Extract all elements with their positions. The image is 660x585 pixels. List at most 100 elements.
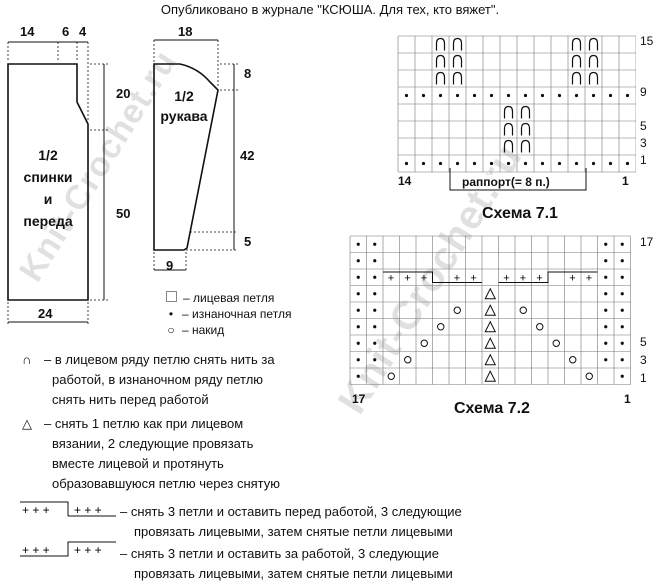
repeat-label: раппорт(= 8 п.) [462, 175, 550, 189]
knit-plus: + [520, 272, 526, 284]
purl-stitch [620, 341, 624, 345]
page-header: Опубликовано в журнале "КСЮША. Для тех, … [160, 2, 500, 17]
sk2p-stitch [484, 287, 497, 300]
yarn-over-stitch [453, 306, 461, 314]
scheme-7-1-chart [397, 35, 636, 173]
slip-stitch-icon: ∩ [22, 352, 32, 367]
purl-stitch [356, 275, 360, 279]
legend-cable-back: – снять 3 петли и оставить за работой, 3… [120, 546, 453, 581]
knit-plus: + [569, 272, 575, 284]
purl-stitch [489, 161, 494, 166]
scheme2-row-label: 3 [640, 353, 647, 367]
sk2p-stitch [484, 337, 497, 349]
purl-stitch [604, 325, 608, 329]
purl-stitch [506, 161, 511, 166]
knit-plus: + [404, 272, 410, 284]
purl-stitch [472, 161, 477, 166]
scheme1-left-number: 14 [398, 174, 412, 188]
slip-stitch-mark [452, 37, 463, 51]
purl-stitch [625, 93, 630, 98]
purl-stitch [620, 358, 624, 362]
purl-stitch [373, 325, 377, 329]
purl-stitch [373, 275, 377, 279]
knit-plus: + [421, 272, 427, 284]
sk2p-stitch [484, 304, 497, 316]
dim-back-top-mid: 6 [62, 24, 70, 39]
purl-stitch [523, 93, 528, 98]
slip-stitch-mark [571, 37, 582, 51]
purl-stitch [604, 341, 608, 345]
purl-stitch [356, 374, 360, 378]
slip-stitch-mark [571, 54, 582, 68]
sleeve-label: 1/2 рукава [156, 86, 212, 126]
purl-stitch [506, 93, 511, 98]
svg-text:+ + +: + + + [74, 503, 102, 517]
knit-plus: + [586, 272, 592, 284]
purl-stitch [620, 275, 624, 279]
knit-plus: + [536, 272, 542, 284]
svg-text:+ + +: + + + [22, 543, 50, 557]
purl-stitch [604, 358, 608, 362]
scheme1-right-number: 1 [622, 174, 629, 188]
legend-slip-stitch: ∩ – в лицевом ряду петлю снять нить за р… [22, 352, 275, 407]
purl-stitch [620, 242, 624, 246]
purl-stitch [404, 93, 409, 98]
yarn-over-stitch [569, 356, 577, 364]
cable-right-cross-icon: + + ++ + + [20, 541, 116, 557]
purl-stitch [356, 292, 360, 296]
knit-plus: + [503, 272, 509, 284]
purl-stitch [604, 275, 608, 279]
sk2p-stitch [484, 353, 497, 366]
scheme1-row-label: 9 [640, 85, 647, 99]
purl-stitch [620, 374, 624, 378]
slip-stitch-mark [503, 105, 514, 119]
key-yo: ○– накид [167, 323, 225, 337]
purl-stitch [620, 325, 624, 329]
purl-stitch [489, 93, 494, 98]
legend-cable-front: – снять 3 петли и оставить перед работой… [120, 504, 462, 539]
sk2p-stitch [484, 320, 497, 333]
back-label-line: 1/2 [38, 147, 58, 163]
scheme1-row-label: 1 [640, 153, 647, 167]
scheme1-caption: Схема 7.1 [482, 205, 558, 222]
legend-sk2p: △ – снять 1 петлю как при лицевом вязани… [22, 416, 281, 491]
scheme2-row-label: 17 [640, 235, 654, 249]
dim-back-top-left: 14 [20, 24, 35, 39]
slip-stitch-mark [452, 54, 463, 68]
slip-stitch-mark [588, 71, 599, 85]
knit-plus: + [470, 272, 476, 284]
scheme1-row-label: 3 [640, 136, 647, 150]
purl-stitch [356, 325, 360, 329]
purl-stitch [604, 292, 608, 296]
yarn-over-stitch [420, 339, 428, 347]
slip-stitch-mark [588, 37, 599, 51]
slip-stitch-mark [503, 122, 514, 136]
yarn-over-stitch [536, 323, 544, 331]
sleeve-pattern-diagram [153, 39, 238, 272]
purl-stitch [540, 161, 545, 166]
purl-stitch [438, 93, 443, 98]
purl-stitch [356, 259, 360, 263]
purl-stitch [455, 161, 460, 166]
dim-sleeve-right-bottom: 5 [244, 234, 252, 249]
back-front-label: 1/2 спинки и переда [18, 144, 78, 232]
dim-back-right-top: 20 [116, 86, 131, 101]
slip-stitch-mark [571, 71, 582, 85]
dim-sleeve-top: 18 [178, 24, 193, 39]
slip-stitch-mark [588, 54, 599, 68]
repeat-bracket [449, 168, 587, 191]
slip-stitch-mark [520, 122, 531, 136]
triangle-stitch-icon: △ [22, 416, 32, 431]
svg-text:+ + +: + + + [22, 503, 50, 517]
scheme2-row-label: 1 [640, 371, 647, 385]
purl-symbol-icon: • [168, 307, 174, 321]
purl-stitch [373, 292, 377, 296]
purl-stitch [455, 93, 460, 98]
scheme2-left-number: 17 [352, 392, 366, 406]
purl-stitch [604, 242, 608, 246]
purl-stitch [574, 93, 579, 98]
cable-back-bracket [498, 271, 598, 283]
knit-symbol-icon [166, 291, 177, 302]
yarn-over-symbol-icon: ○ [167, 323, 175, 337]
yarn-over-stitch [437, 323, 445, 331]
